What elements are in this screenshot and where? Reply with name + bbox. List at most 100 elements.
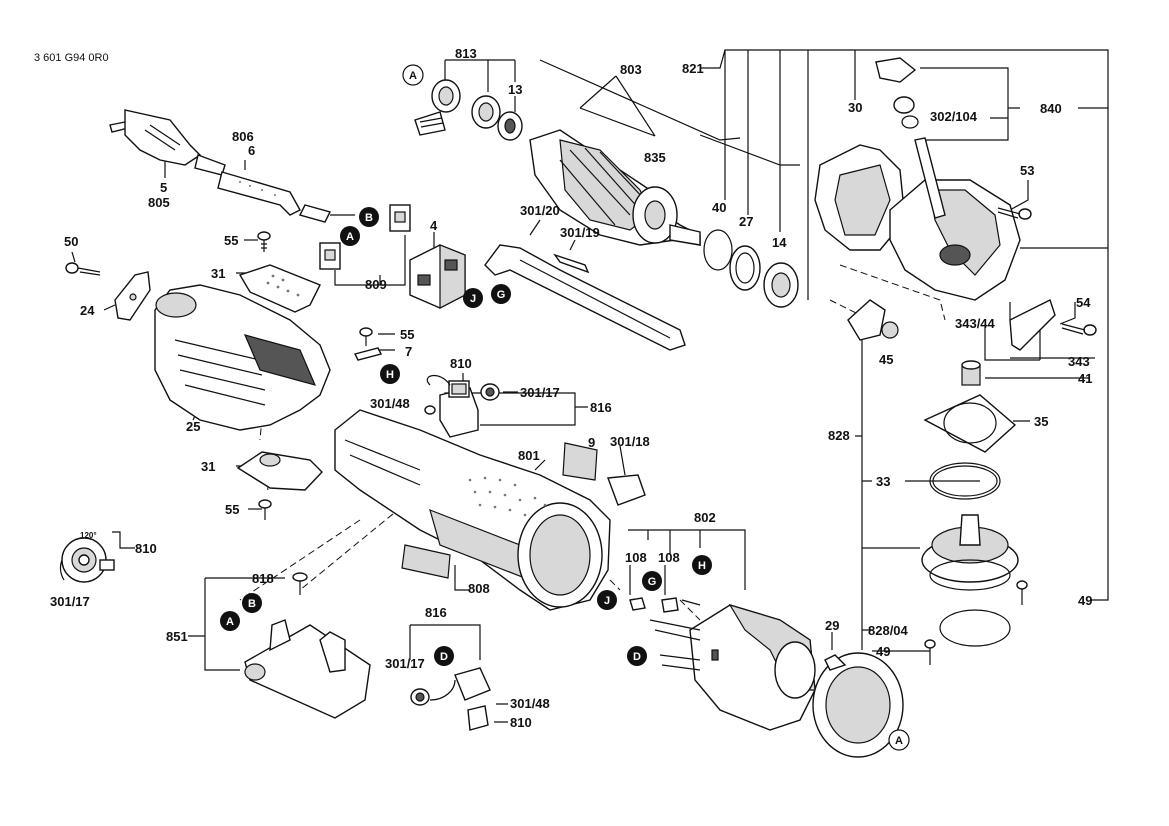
spring-810 bbox=[59, 537, 115, 583]
label-14: 14 bbox=[772, 235, 787, 250]
screw-54 bbox=[1061, 323, 1097, 336]
label-53: 53 bbox=[1020, 163, 1034, 178]
label-801: 801 bbox=[518, 448, 540, 463]
switch-4 bbox=[409, 244, 466, 309]
gear-housing-25 bbox=[154, 284, 331, 431]
label-810-b: 810 bbox=[135, 541, 157, 556]
callout-a-bottom bbox=[888, 729, 910, 751]
button-302-104 bbox=[875, 57, 946, 219]
screw-55c bbox=[258, 499, 272, 520]
callout-a-bottom-text: A bbox=[895, 735, 903, 747]
pinion-45 bbox=[847, 299, 899, 341]
screw-50 bbox=[65, 262, 101, 276]
label-9: 9 bbox=[588, 435, 595, 450]
label-49-b: 49 bbox=[876, 644, 890, 659]
label-7: 7 bbox=[405, 344, 412, 359]
stator-802 bbox=[649, 603, 816, 731]
label-50: 50 bbox=[64, 234, 78, 249]
callout-h-stator-text: H bbox=[698, 560, 706, 572]
label-835: 835 bbox=[644, 150, 666, 165]
screw-818 bbox=[292, 572, 308, 595]
label-55-c: 55 bbox=[225, 502, 239, 517]
label-31-b: 31 bbox=[201, 459, 215, 474]
label-301-17-c: 301/17 bbox=[385, 656, 425, 671]
part-labels: 813 803 821 840 13 835 30 302/104 806 6 … bbox=[50, 46, 1092, 730]
callout-g-switch-text: G bbox=[497, 289, 506, 301]
label-40: 40 bbox=[712, 200, 726, 215]
o-ring-828-04 bbox=[939, 609, 1011, 647]
label-5: 5 bbox=[160, 180, 167, 195]
rings-40-27-14 bbox=[703, 229, 799, 308]
label-816-a: 816 bbox=[590, 400, 612, 415]
label-808: 808 bbox=[468, 581, 490, 596]
label-802: 802 bbox=[694, 510, 716, 525]
callout-a-base-text: A bbox=[226, 616, 234, 628]
label-302-104: 302/104 bbox=[930, 109, 978, 124]
label-809: 809 bbox=[365, 277, 387, 292]
switch-rod-301-20 bbox=[484, 244, 686, 351]
label-108-b: 108 bbox=[658, 550, 680, 565]
lock-lever-343 bbox=[1009, 299, 1056, 351]
label-805: 805 bbox=[148, 195, 170, 210]
label-828: 828 bbox=[828, 428, 850, 443]
callout-a-cord-text: A bbox=[346, 231, 354, 243]
armature-835 bbox=[529, 129, 701, 246]
screw-53 bbox=[997, 207, 1032, 220]
label-840: 840 bbox=[1040, 101, 1062, 116]
label-108-a: 108 bbox=[625, 550, 647, 565]
callout-b-base bbox=[242, 593, 262, 613]
insert-301-18 bbox=[607, 474, 646, 506]
connectors-809 bbox=[319, 204, 411, 270]
cable-sleeve-6 bbox=[217, 171, 355, 223]
handle-base-851 bbox=[244, 619, 371, 719]
callout-h-stator bbox=[692, 555, 712, 575]
label-813: 813 bbox=[455, 46, 477, 61]
callout-bubbles: A B A J G H H G J D B A D A bbox=[220, 64, 910, 751]
callout-a-top bbox=[402, 64, 424, 86]
callout-b-base-text: B bbox=[248, 598, 256, 610]
label-828-04: 828/04 bbox=[868, 623, 909, 638]
label-851: 851 bbox=[166, 629, 188, 644]
label-54: 54 bbox=[1076, 295, 1091, 310]
gear-housing-41 bbox=[889, 179, 1021, 301]
label-30: 30 bbox=[848, 100, 862, 115]
gasket-35 bbox=[923, 394, 1017, 453]
label-41: 41 bbox=[1078, 371, 1092, 386]
label-45: 45 bbox=[879, 352, 893, 367]
callout-b-cord-text: B bbox=[365, 212, 373, 224]
label-343-44: 343/44 bbox=[955, 316, 996, 331]
cover-plate-31a bbox=[238, 264, 321, 313]
callout-a-top-text: A bbox=[409, 70, 417, 82]
label-803: 803 bbox=[620, 62, 642, 77]
screw-55b-spring-7 bbox=[353, 327, 383, 361]
label-301-18: 301/18 bbox=[610, 434, 650, 449]
document-number: 3 601 G94 0R0 bbox=[34, 52, 109, 64]
bearing-41 bbox=[961, 360, 981, 386]
label-25: 25 bbox=[186, 419, 200, 434]
label-821: 821 bbox=[682, 61, 704, 76]
label-4: 4 bbox=[430, 218, 438, 233]
label-816-b: 816 bbox=[425, 605, 447, 620]
label-301-48-b: 301/48 bbox=[510, 696, 550, 711]
power-cord-805 bbox=[109, 109, 226, 176]
callout-d-brush bbox=[434, 646, 454, 666]
screws-49 bbox=[924, 580, 1028, 665]
o-ring-33 bbox=[929, 462, 1001, 500]
gear-flange-828 bbox=[921, 514, 1019, 591]
callout-d-stator bbox=[627, 646, 647, 666]
label-810-c: 810 bbox=[510, 715, 532, 730]
angle-label: 120° bbox=[80, 531, 97, 540]
callout-d-brush-text: D bbox=[440, 651, 448, 663]
callout-a-cord bbox=[340, 226, 360, 246]
brush-holder-816b bbox=[410, 667, 491, 731]
label-plate-9 bbox=[562, 442, 598, 481]
label-13: 13 bbox=[508, 82, 522, 97]
callout-j-switch-text: J bbox=[470, 293, 476, 305]
callout-a-base bbox=[220, 611, 240, 631]
motor-housing-801 bbox=[334, 409, 611, 611]
callout-h-brush bbox=[380, 364, 400, 384]
label-29: 29 bbox=[825, 618, 839, 633]
terminals-108 bbox=[629, 597, 701, 613]
fan-baffle-29 bbox=[812, 652, 904, 758]
